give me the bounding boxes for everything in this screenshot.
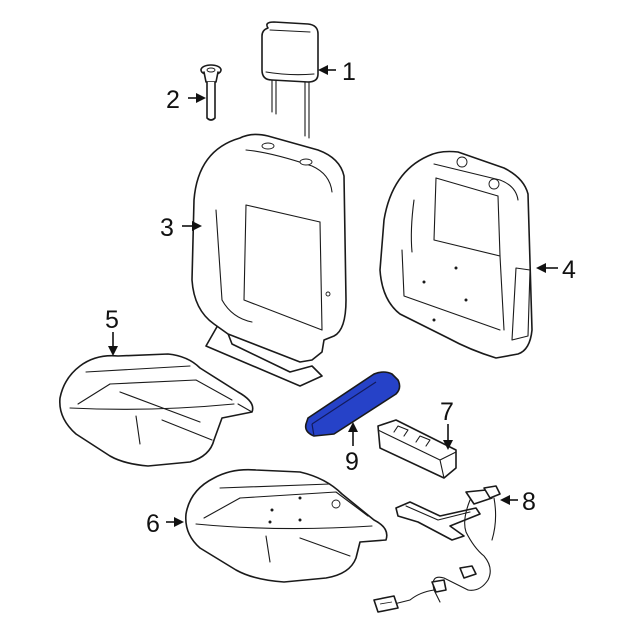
callout-3: 3	[160, 214, 202, 242]
callout-2: 2	[166, 86, 206, 114]
armrest-part-9[interactable]	[304, 371, 401, 437]
seat-back-panel-part-4[interactable]	[379, 150, 533, 359]
seat-cushion-cover-part-5[interactable]	[59, 353, 254, 467]
wiring-harness-part-8[interactable]	[373, 485, 501, 613]
seat-cushion-pad-part-6[interactable]	[184, 468, 388, 583]
seat-back-part-3[interactable]	[191, 133, 347, 387]
callout-label-6: 6	[146, 510, 160, 538]
callout-label-5: 5	[105, 306, 119, 334]
callout-label-1: 1	[342, 58, 356, 86]
side-shield-part-7[interactable]	[377, 419, 457, 479]
callout-label-3: 3	[160, 214, 174, 242]
callout-label-9: 9	[345, 448, 359, 476]
callout-label-4: 4	[562, 256, 576, 284]
callout-label-7: 7	[440, 398, 454, 426]
callout-7: 7	[440, 398, 454, 450]
callout-4: 4	[536, 256, 576, 284]
callout-8: 8	[500, 488, 536, 516]
callout-6: 6	[146, 510, 184, 538]
callout-1: 1	[318, 58, 356, 86]
headrest-part-1[interactable]	[261, 21, 319, 139]
callout-label-8: 8	[522, 488, 536, 516]
callout-label-2: 2	[166, 86, 180, 114]
headrest-guide-part-2[interactable]	[200, 64, 222, 121]
callout-5: 5	[105, 306, 119, 356]
callout-9: 9	[345, 422, 359, 476]
